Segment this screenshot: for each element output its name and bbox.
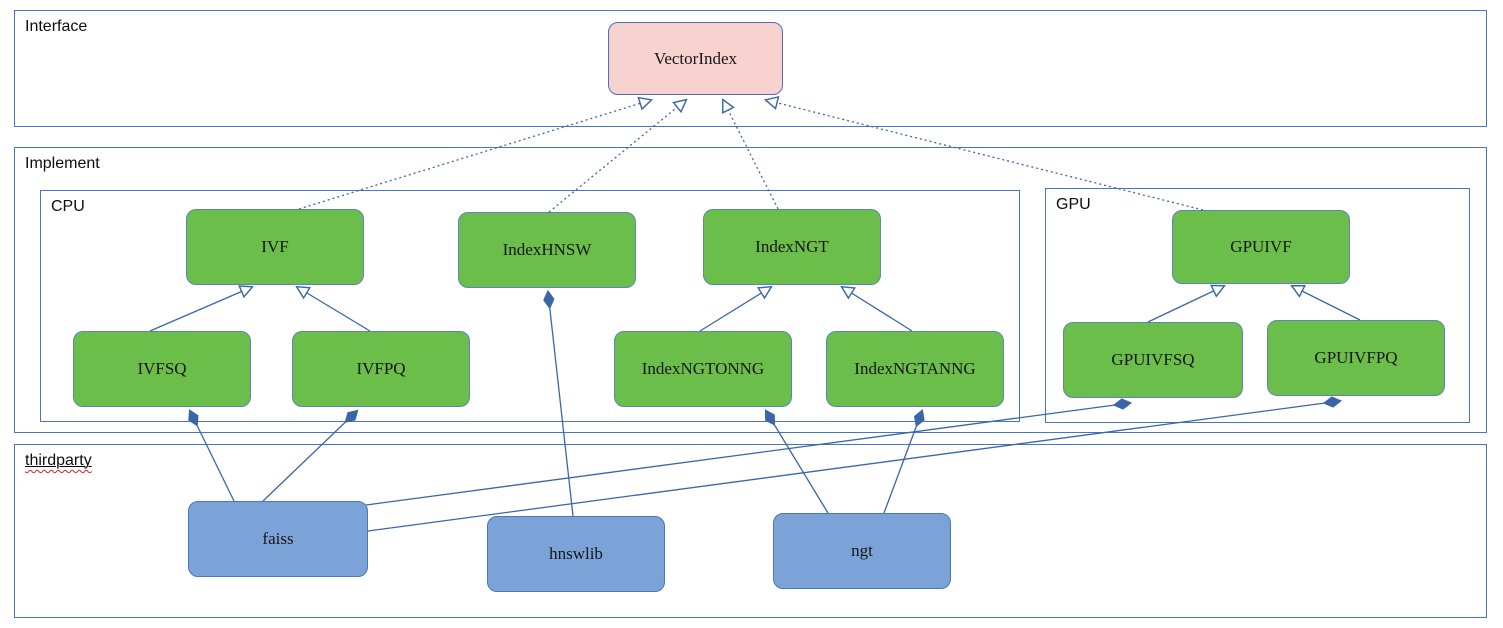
- container-gpu-label: GPU: [1056, 196, 1091, 213]
- node-indexngt: IndexNGT: [703, 209, 881, 285]
- node-indexngtanng-label: IndexNGTANNG: [854, 359, 976, 378]
- node-indexhnsw-label: IndexHNSW: [502, 240, 592, 259]
- container-implement-label: Implement: [25, 155, 100, 172]
- node-indexngtonng-label: IndexNGTONNG: [641, 359, 765, 378]
- node-ivfpq-label: IVFPQ: [356, 359, 406, 378]
- node-gpuivf-label: GPUIVF: [1230, 237, 1292, 256]
- node-hnswlib: hnswlib: [487, 516, 665, 592]
- node-vectorindex: VectorIndex: [608, 22, 783, 95]
- node-ivfpq: IVFPQ: [292, 331, 470, 407]
- node-indexngtonng: IndexNGTONNG: [614, 331, 792, 407]
- node-ngt: ngt: [773, 513, 951, 589]
- node-indexngt-label: IndexNGT: [755, 237, 829, 256]
- container-thirdparty-label: thirdparty: [25, 452, 92, 470]
- node-ngt-label: ngt: [851, 541, 873, 560]
- node-gpuivfpq-label: GPUIVFPQ: [1314, 348, 1398, 367]
- container-cpu-label: CPU: [51, 198, 85, 215]
- node-ivf: IVF: [186, 209, 364, 285]
- node-indexngtanng: IndexNGTANNG: [826, 331, 1004, 407]
- node-faiss: faiss: [188, 501, 368, 577]
- node-ivf-label: IVF: [261, 237, 289, 256]
- container-thirdparty-label-text: thirdparty: [25, 452, 92, 469]
- node-indexhnsw: IndexHNSW: [458, 212, 636, 288]
- node-gpuivfsq: GPUIVFSQ: [1063, 322, 1243, 398]
- container-interface-label: Interface: [25, 18, 88, 35]
- node-gpuivf: GPUIVF: [1172, 210, 1350, 284]
- node-gpuivfsq-label: GPUIVFSQ: [1111, 350, 1195, 369]
- node-hnswlib-label: hnswlib: [549, 544, 603, 563]
- node-ivfsq-label: IVFSQ: [137, 359, 187, 378]
- node-faiss-label: faiss: [262, 529, 294, 548]
- node-ivfsq: IVFSQ: [73, 331, 251, 407]
- node-vectorindex-label: VectorIndex: [653, 48, 738, 68]
- node-gpuivfpq: GPUIVFPQ: [1267, 320, 1445, 396]
